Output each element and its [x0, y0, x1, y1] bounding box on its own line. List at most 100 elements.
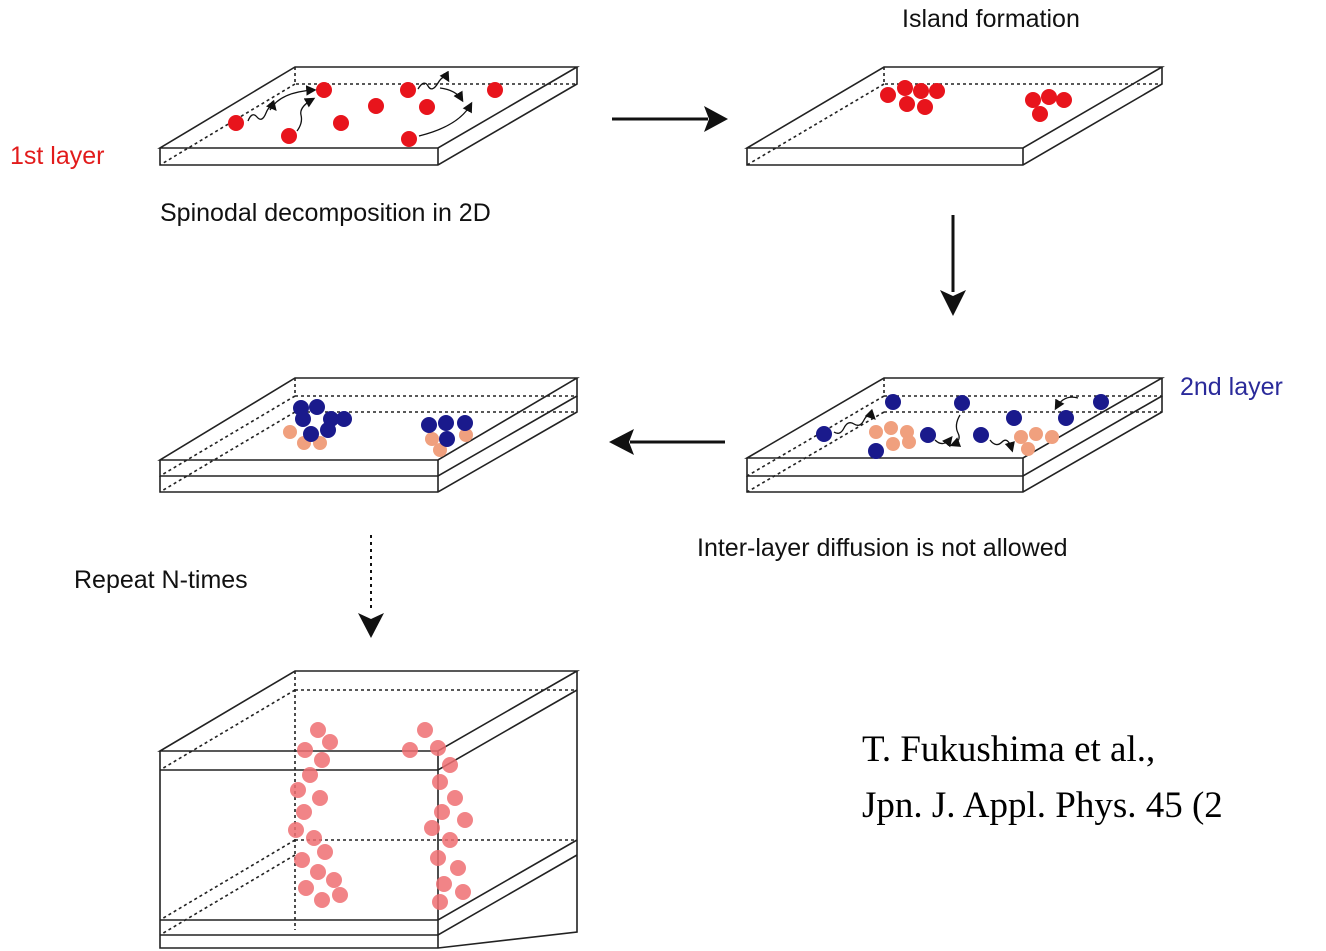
atom: [326, 872, 342, 888]
atom: [1056, 92, 1072, 108]
stacked-atom-columns: [288, 722, 473, 910]
atom: [401, 131, 417, 147]
atom: [442, 757, 458, 773]
atom: [885, 394, 901, 410]
atom: [455, 884, 471, 900]
second-layer-atoms-slab3: [816, 394, 1109, 459]
atom: [419, 99, 435, 115]
atom: [312, 790, 328, 806]
atom: [1041, 89, 1057, 105]
atom: [1006, 410, 1022, 426]
repeat-label: Repeat N-times: [74, 566, 248, 594]
atom: [309, 399, 325, 415]
lower-island-atoms-slab3: [869, 421, 1059, 456]
slab-second-layer: [744, 377, 1165, 493]
atom: [281, 128, 297, 144]
atom: [302, 767, 318, 783]
atom: [954, 395, 970, 411]
atom: [439, 431, 455, 447]
slab-island-formation: [744, 66, 1165, 166]
second-layer-atoms-slab4: [293, 399, 473, 447]
atom: [1021, 442, 1035, 456]
citation-line-2: Jpn. J. Appl. Phys. 45 (2: [862, 785, 1223, 826]
arrow-down: [940, 215, 966, 316]
atom: [457, 415, 473, 431]
atom: [1032, 106, 1048, 122]
atom: [886, 437, 900, 451]
atom: [434, 804, 450, 820]
atom: [288, 822, 304, 838]
atom: [897, 80, 913, 96]
atom: [457, 812, 473, 828]
atom: [310, 864, 326, 880]
atom: [1093, 394, 1109, 410]
atom: [290, 782, 306, 798]
atom: [417, 722, 433, 738]
atom: [314, 892, 330, 908]
atom: [314, 752, 330, 768]
atom: [310, 722, 326, 738]
atom: [303, 426, 319, 442]
atom: [421, 417, 437, 433]
atom: [442, 832, 458, 848]
atom: [899, 96, 915, 112]
atom: [432, 774, 448, 790]
atom: [1025, 92, 1041, 108]
atom: [228, 115, 244, 131]
atom: [869, 425, 883, 439]
atom: [316, 82, 332, 98]
lower-island-atoms-slab4: [283, 425, 473, 457]
atom: [868, 443, 884, 459]
diffusion-paths-3: [833, 396, 1079, 453]
atom: [298, 880, 314, 896]
atom: [336, 411, 352, 427]
atom: [320, 422, 336, 438]
box-repeated-layers: [157, 670, 580, 949]
first-layer-label: 1st layer: [10, 142, 105, 170]
citation-line-1: T. Fukushima et al.,: [862, 729, 1156, 770]
atom: [432, 894, 448, 910]
atom: [293, 400, 309, 416]
atom: [902, 435, 916, 449]
atom: [430, 740, 446, 756]
atom: [920, 427, 936, 443]
atom: [297, 742, 313, 758]
atom: [317, 844, 333, 860]
second-layer-label: 2nd layer: [1180, 373, 1283, 401]
atom: [294, 852, 310, 868]
atom: [424, 820, 440, 836]
atom: [402, 742, 418, 758]
atom: [880, 87, 896, 103]
atom: [425, 432, 439, 446]
inter-layer-label: Inter-layer diffusion is not allowed: [697, 534, 1068, 562]
atom: [816, 426, 832, 442]
island-formation-label: Island formation: [902, 5, 1080, 33]
atom: [929, 83, 945, 99]
slab-first-layer: [157, 66, 580, 166]
atom: [1014, 430, 1028, 444]
atom: [438, 415, 454, 431]
atom: [436, 876, 452, 892]
arrow-left: [609, 429, 725, 455]
atom: [1029, 427, 1043, 441]
arrow-down-dotted: [358, 535, 384, 638]
atom: [1058, 410, 1074, 426]
diffusion-paths-1: [247, 70, 473, 137]
atom: [283, 425, 297, 439]
atom: [1045, 430, 1059, 444]
atom: [917, 99, 933, 115]
spinodal-label: Spinodal decomposition in 2D: [160, 199, 491, 227]
atom: [487, 82, 503, 98]
atom: [306, 830, 322, 846]
atom: [450, 860, 466, 876]
first-layer-atoms: [228, 82, 503, 147]
atom: [322, 734, 338, 750]
arrow-right: [612, 106, 728, 132]
atom: [459, 428, 473, 442]
atom: [332, 887, 348, 903]
atom: [447, 790, 463, 806]
atom: [884, 421, 898, 435]
atom: [368, 98, 384, 114]
slab-combined-islands: [157, 377, 580, 493]
